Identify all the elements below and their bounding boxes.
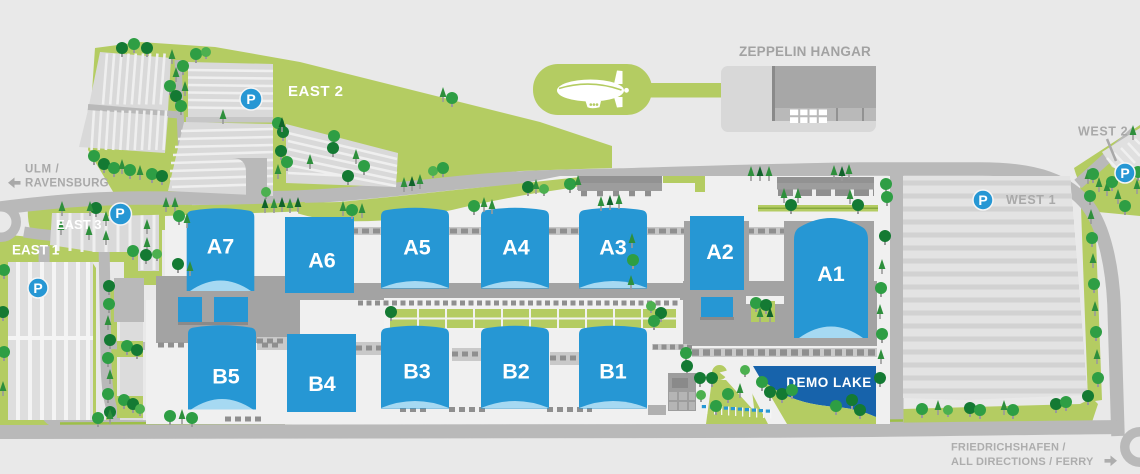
- svg-text:B1: B1: [599, 360, 627, 384]
- svg-text:A7: A7: [207, 235, 235, 259]
- svg-text:A1: A1: [817, 262, 845, 286]
- svg-text:EAST 2: EAST 2: [288, 83, 344, 100]
- svg-text:ZEPPELIN HANGAR: ZEPPELIN HANGAR: [739, 44, 871, 59]
- svg-text:FRIEDRICHSHAFEN /: FRIEDRICHSHAFEN /: [951, 442, 1066, 454]
- svg-text:A4: A4: [502, 236, 530, 260]
- svg-text:B3: B3: [403, 360, 431, 384]
- svg-text:B2: B2: [502, 360, 530, 384]
- svg-text:ALL DIRECTIONS / FERRY: ALL DIRECTIONS / FERRY: [951, 456, 1094, 468]
- svg-text:B5: B5: [212, 365, 240, 389]
- svg-text:P: P: [246, 91, 255, 107]
- svg-text:WEST 2: WEST 2: [1078, 125, 1128, 139]
- svg-text:B4: B4: [308, 372, 336, 396]
- svg-text:EAST 1: EAST 1: [12, 243, 60, 258]
- svg-text:P: P: [978, 192, 987, 208]
- svg-text:ULM /: ULM /: [25, 164, 60, 176]
- svg-text:A6: A6: [308, 249, 336, 273]
- svg-text:DEMO LAKE: DEMO LAKE: [786, 375, 872, 390]
- svg-text:EAST 3: EAST 3: [56, 217, 102, 232]
- svg-text:A5: A5: [403, 236, 431, 260]
- svg-text:WEST 1: WEST 1: [1006, 193, 1056, 207]
- svg-text:A3: A3: [599, 236, 627, 260]
- svg-text:P: P: [1120, 165, 1129, 181]
- svg-text:A2: A2: [706, 240, 734, 264]
- svg-text:P: P: [33, 280, 42, 296]
- svg-text:RAVENSBURG: RAVENSBURG: [25, 178, 109, 190]
- svg-text:P: P: [115, 205, 124, 221]
